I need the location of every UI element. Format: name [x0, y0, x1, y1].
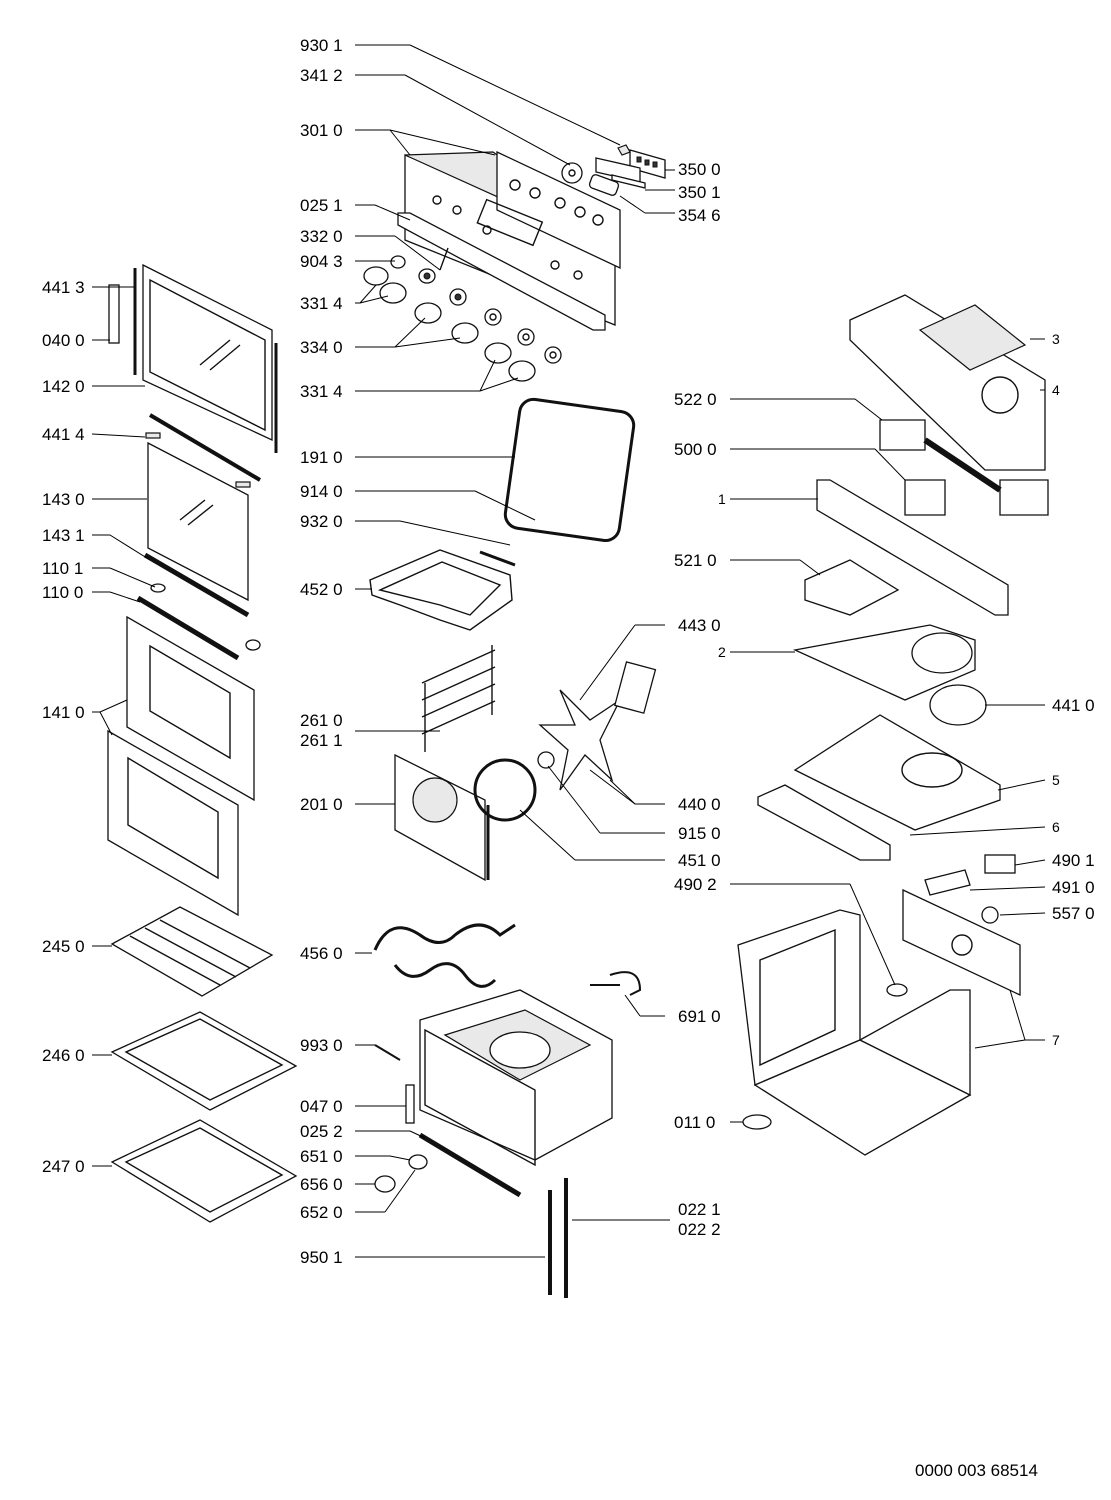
baking-tray-drawing [110, 1011, 298, 1223]
outer-housing-drawing [737, 854, 1021, 1156]
rear-cover-drawing [394, 753, 490, 882]
label-490-1: 490 1 [1052, 851, 1095, 870]
label-993-0: 993 0 [300, 1036, 343, 1055]
label-143-1: 143 1 [42, 526, 85, 545]
label-025-2: 025 2 [300, 1122, 343, 1141]
label-456-0: 456 0 [300, 944, 343, 963]
label-245-0: 245 0 [42, 937, 85, 956]
label-440-0: 440 0 [678, 795, 721, 814]
label-num-2: 2 [718, 644, 726, 660]
label-201-0: 201 0 [300, 795, 343, 814]
label-141-0: 141 0 [42, 703, 85, 722]
label-441-3: 441 3 [42, 278, 85, 297]
label-num-4: 4 [1052, 382, 1060, 398]
label-915-0: 915 0 [678, 824, 721, 843]
label-441-4: 441 4 [42, 425, 85, 444]
label-334-0: 334 0 [300, 338, 343, 357]
label-914-0: 914 0 [300, 482, 343, 501]
label-354-6: 354 6 [678, 206, 721, 225]
label-261-0: 261 0 [300, 711, 343, 730]
fan-assembly-drawing [473, 661, 657, 822]
label-num-5: 5 [1052, 772, 1060, 788]
label-443-0: 443 0 [678, 616, 721, 635]
label-350-1: 350 1 [678, 183, 721, 202]
label-331-4-a: 331 4 [300, 294, 343, 313]
label-022-1: 022 1 [678, 1200, 721, 1219]
side-rails-drawing [421, 645, 496, 752]
oven-cavity-drawing [419, 989, 613, 1167]
oven-rack-drawing [110, 906, 274, 997]
label-num-6: 6 [1052, 819, 1060, 835]
label-011-0: 011 0 [674, 1113, 715, 1132]
label-246-0: 246 0 [42, 1046, 85, 1065]
label-110-1: 110 1 [42, 559, 83, 578]
control-panel-drawing [397, 150, 621, 331]
label-040-0: 040 0 [42, 331, 85, 350]
label-521-0: 521 0 [674, 551, 717, 570]
grill-element-drawing [369, 549, 516, 631]
label-691-0: 691 0 [678, 1007, 721, 1026]
label-441-0: 441 0 [1052, 696, 1095, 715]
clock-module-drawing [561, 144, 666, 196]
label-332-0: 332 0 [300, 227, 343, 246]
front-door-drawing [107, 615, 255, 917]
label-656-0: 656 0 [300, 1175, 343, 1194]
label-932-0: 932 0 [300, 512, 343, 531]
label-142-0: 142 0 [42, 377, 85, 396]
part-labels: 930 1 341 2 301 0 025 1 332 0 904 3 331 … [42, 36, 1095, 1480]
label-143-0: 143 0 [42, 490, 85, 509]
label-num-7: 7 [1052, 1032, 1060, 1048]
label-500-0: 500 0 [674, 440, 717, 459]
door-outer-frame-drawing [108, 263, 278, 482]
label-557-0: 557 0 [1052, 904, 1095, 923]
label-331-4-b: 331 4 [300, 382, 343, 401]
label-490-2: 490 2 [674, 875, 717, 894]
leader-lines [91, 44, 1046, 1258]
label-451-0: 451 0 [678, 851, 721, 870]
bottom-element-drawing [373, 923, 516, 988]
label-247-0: 247 0 [42, 1157, 85, 1176]
label-num-1: 1 [718, 491, 726, 507]
inner-glass-drawing [143, 441, 251, 618]
label-652-0: 652 0 [300, 1203, 343, 1222]
label-022-2: 022 2 [678, 1220, 721, 1239]
door-seal-drawing [503, 397, 636, 542]
label-341-2: 341 2 [300, 66, 343, 85]
label-num-3: 3 [1052, 331, 1060, 347]
label-522-0: 522 0 [674, 390, 717, 409]
diagram-id: 0000 003 68514 [915, 1461, 1038, 1480]
label-491-0: 491 0 [1052, 878, 1095, 897]
knobs-drawing [363, 247, 562, 382]
label-025-1: 025 1 [300, 196, 343, 215]
label-452-0: 452 0 [300, 580, 343, 599]
label-930-1: 930 1 [300, 36, 343, 55]
label-047-0: 047 0 [300, 1097, 343, 1116]
label-301-0: 301 0 [300, 121, 343, 140]
label-191-0: 191 0 [300, 448, 343, 467]
label-350-0: 350 0 [678, 160, 721, 179]
label-651-0: 651 0 [300, 1147, 343, 1166]
label-904-3: 904 3 [300, 252, 343, 271]
label-110-0: 110 0 [42, 583, 83, 602]
door-hinge-bar-drawing [136, 595, 240, 661]
cooling-assembly-drawing [757, 294, 1049, 861]
label-261-1: 261 1 [300, 731, 343, 750]
label-950-1: 950 1 [300, 1248, 343, 1267]
